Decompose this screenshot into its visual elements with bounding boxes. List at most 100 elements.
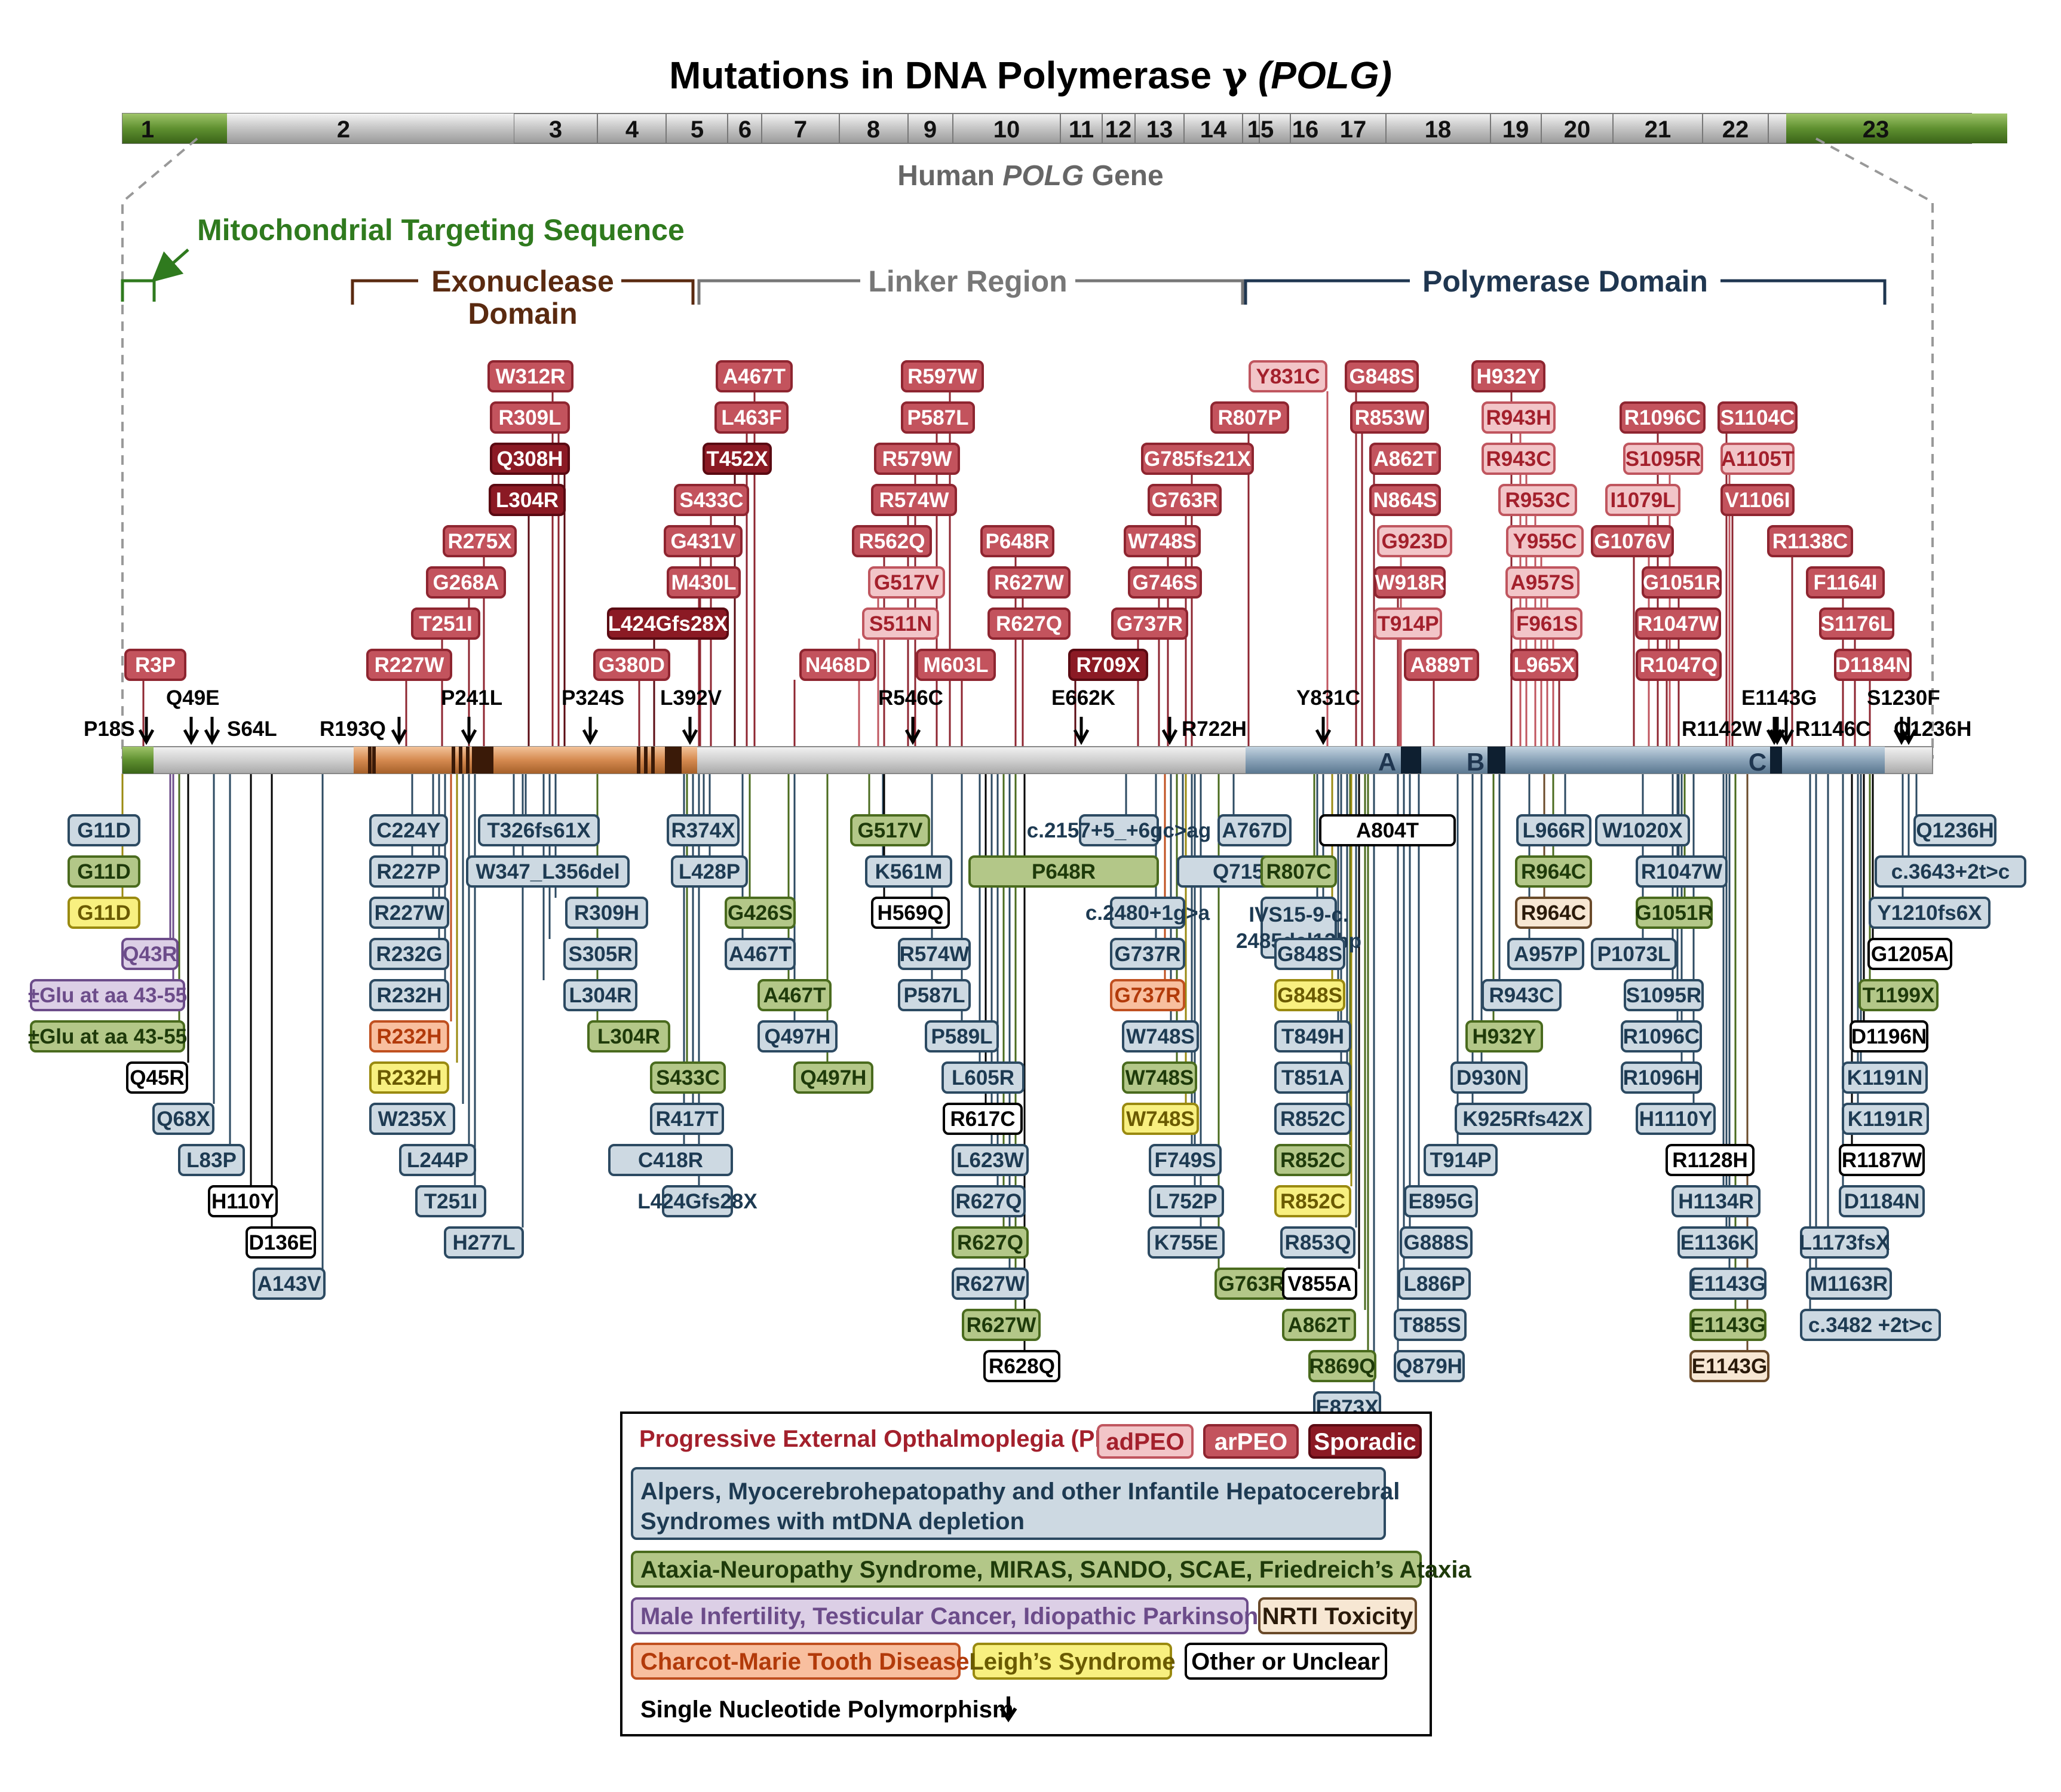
mutation-a467t-alpers: A467T xyxy=(725,938,796,970)
mutation-box xyxy=(1282,1309,1356,1341)
mutation-label: G380D xyxy=(599,653,665,677)
exon-segment xyxy=(839,113,909,144)
mutation-label: K1191N xyxy=(1847,1066,1922,1090)
mutation-box xyxy=(1110,938,1185,970)
legend-ataxia-label: Ataxia-Neuropathy Syndrome, MIRAS, SANDO… xyxy=(640,1557,1471,1583)
snp-label: R722H xyxy=(1182,717,1247,741)
mutation-label: R227W xyxy=(375,901,444,925)
exon-label-12: 12 xyxy=(1105,116,1132,143)
mutation-box xyxy=(865,855,952,888)
exon-label-17: 17 xyxy=(1340,116,1367,143)
mutation-box xyxy=(1465,1020,1543,1053)
mutation-label: M1163R xyxy=(1810,1272,1888,1296)
mutation-label: S433C xyxy=(679,489,743,512)
mutation-r309l-arPEO: R309L xyxy=(490,401,570,434)
mutation-box xyxy=(1506,525,1584,557)
exon-segment xyxy=(1242,113,1260,144)
mutation-g848s-alpers: G848S xyxy=(1274,938,1345,970)
mutation-label: R627Q xyxy=(957,1231,1023,1254)
mutation-box xyxy=(369,1061,449,1094)
exon-segment xyxy=(1290,113,1387,144)
mutation-l424gfs28x-sporadic: L424Gfs28X xyxy=(607,607,729,640)
mutation-label: R1047W xyxy=(1637,612,1719,636)
exon-segment xyxy=(1134,113,1185,144)
mutation-l424gfs28x-alpers: L424Gfs28X xyxy=(637,1185,757,1217)
mutation-l304r-ataxia: L304R xyxy=(587,1020,670,1053)
mutation-label: E895G xyxy=(1409,1190,1474,1213)
mutation-label: R852C xyxy=(1280,1107,1345,1131)
mutation-box xyxy=(1636,649,1722,681)
mutation-l965x-arPEO: L965X xyxy=(1510,649,1578,681)
mutation-box xyxy=(366,649,452,681)
protein-pol-segment xyxy=(1246,747,1885,774)
mutation-a889t-arPEO: A889T xyxy=(1404,649,1479,681)
mutation-box xyxy=(1111,607,1188,640)
snp-arrow-icon xyxy=(391,717,407,745)
mutation-label: R597W xyxy=(907,365,977,388)
mutation-h932y-arPEO: H932Y xyxy=(1471,360,1545,392)
mutation-box xyxy=(68,897,140,929)
mutation-label: L605R xyxy=(952,1066,1014,1090)
snp-arrow-icon xyxy=(183,717,200,745)
mutation-box xyxy=(1515,897,1592,929)
exon-segment xyxy=(761,113,840,144)
mutation-box xyxy=(852,525,932,557)
snp-label: S1230F xyxy=(1867,686,1940,710)
mutation-box xyxy=(1122,1061,1197,1094)
mutation-label: F961S xyxy=(1516,612,1578,636)
mutation-label: A1105T xyxy=(1721,447,1795,471)
mutation-box xyxy=(1274,979,1345,1011)
mutation-f961s-adPEO: F961S xyxy=(1511,607,1582,640)
mutation-label: G1051R xyxy=(1635,901,1713,925)
mutation-box xyxy=(1913,814,1996,846)
mutation-box xyxy=(1689,1268,1766,1300)
mutation-w1020x-alpers: W1020X xyxy=(1595,814,1690,846)
mutation-w748s-ataxia: W748S xyxy=(1122,1061,1197,1094)
exon-label-8: 8 xyxy=(867,116,880,143)
mutation-label: G737R xyxy=(1117,612,1183,636)
exon-segment xyxy=(1060,113,1103,144)
mutation-box xyxy=(901,360,984,392)
snp-arrow-icon xyxy=(1315,717,1332,745)
exon-segment xyxy=(1702,113,1769,144)
mutation-label: R232H xyxy=(377,1025,442,1048)
mutation-q879h-alpers: Q879H xyxy=(1394,1350,1465,1382)
mutation-g380d-arPEO: G380D xyxy=(593,649,670,681)
mutation-label: A889T xyxy=(1410,653,1473,677)
mutation-l605r-alpers: L605R xyxy=(941,1061,1025,1094)
protein-mts-segment xyxy=(122,747,154,774)
mutation-box xyxy=(916,649,996,681)
mutation-box xyxy=(563,938,637,970)
mutation-box xyxy=(369,938,449,970)
mutation-box xyxy=(874,443,960,475)
mutation-g848s-arPEO: G848S xyxy=(1345,360,1419,392)
mutation-label: R1187W xyxy=(1842,1149,1922,1172)
mutation-p1073l-alpers: P1073L xyxy=(1591,938,1677,970)
mutation-label: R953C xyxy=(1505,489,1571,512)
exon-segment xyxy=(1102,113,1136,144)
mutation-label: R869Q xyxy=(1309,1355,1376,1378)
mutation-d136e-other: D136E xyxy=(246,1226,316,1259)
mutation-label: G848S xyxy=(1277,943,1342,966)
mutation-box xyxy=(1319,814,1456,846)
mutation-p587l-arPEO: P587L xyxy=(901,401,975,434)
mutation-label: A957P xyxy=(1514,943,1578,966)
mutation-box xyxy=(1689,1309,1766,1341)
mutation-a767d-alpers: A767D xyxy=(1217,814,1292,846)
mutation-box xyxy=(987,607,1071,640)
exon-2-coding xyxy=(227,113,514,143)
mutation-box xyxy=(121,938,179,970)
mutation-l304r-sporadic: L304R xyxy=(489,484,566,516)
mutation-box xyxy=(68,855,140,888)
mutation-box xyxy=(952,1185,1026,1217)
mutation-a862t-arPEO: A862T xyxy=(1369,443,1441,475)
mutation-box xyxy=(1377,525,1452,557)
mutation-r807p-arPEO: R807P xyxy=(1210,401,1289,434)
mutation-label: T452X xyxy=(706,447,768,471)
mutation-label: L424Gfs28X xyxy=(637,1190,757,1213)
mutation-label: A767D xyxy=(1222,819,1287,842)
exon-label-18: 18 xyxy=(1425,116,1452,143)
mutation-s1176l-arPEO: S1176L xyxy=(1819,607,1894,640)
mutation-label: R1047Q xyxy=(1640,653,1718,677)
mutation-t885s-alpers: T885S xyxy=(1394,1309,1467,1341)
